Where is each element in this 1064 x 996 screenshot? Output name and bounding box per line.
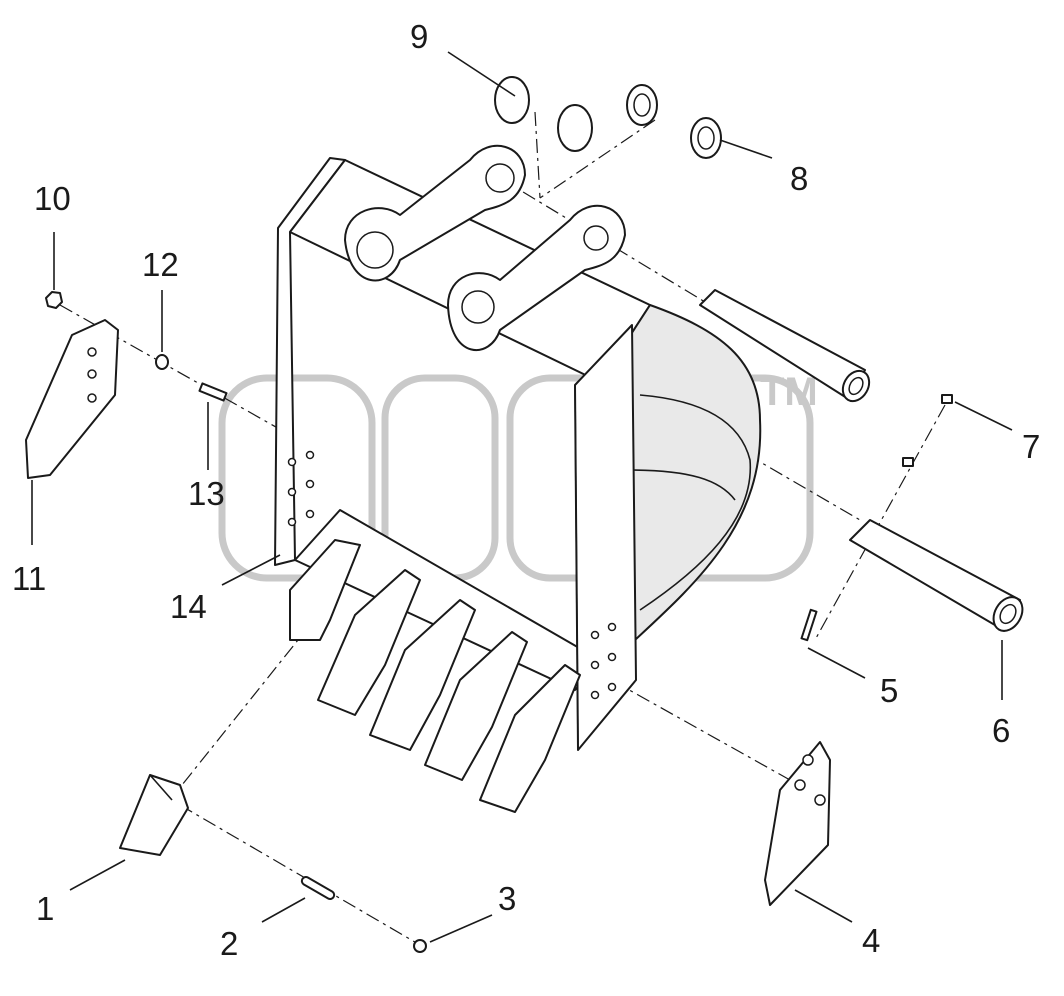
part-11-side-cutter: 11 [12, 319, 119, 597]
part-5-bolt: 5 [800, 608, 898, 709]
part-7-pin: 7 [902, 394, 1040, 467]
callout-2: 2 [220, 925, 238, 962]
assembly-axes [59, 111, 946, 946]
callout-11: 11 [12, 560, 46, 597]
part-6-pin: 6 [849, 519, 1024, 749]
part-3-retainer: 3 [413, 880, 516, 953]
callout-5: 5 [880, 672, 898, 709]
upper-pin [699, 289, 871, 403]
watermark-trademark: TM [760, 370, 818, 414]
callout-12: 12 [142, 246, 179, 283]
part-13-bolt: 13 [188, 382, 228, 512]
callout-3: 3 [498, 880, 516, 917]
part-12-washer: 12 [142, 246, 179, 370]
callout-7: 7 [1022, 428, 1040, 465]
callout-14: 14 [170, 588, 207, 625]
mounting-ears [344, 144, 626, 352]
part-1-tooth: 1 [36, 774, 189, 927]
part-9-o-rings: 9 [410, 18, 593, 152]
teeth-row [289, 539, 581, 813]
part-14-leader: 14 [170, 554, 281, 625]
callout-4: 4 [862, 922, 880, 959]
part-10-nut: 10 [34, 180, 71, 309]
part-4-side-cutter: 4 [764, 741, 880, 959]
callout-10: 10 [34, 180, 71, 217]
part-2-pin: 2 [220, 876, 336, 962]
callout-1: 1 [36, 890, 54, 927]
part-8-washers: 8 [626, 84, 808, 197]
callout-9: 9 [410, 18, 428, 55]
callout-6: 6 [992, 712, 1010, 749]
callout-8: 8 [790, 160, 808, 197]
callout-13: 13 [188, 475, 225, 512]
